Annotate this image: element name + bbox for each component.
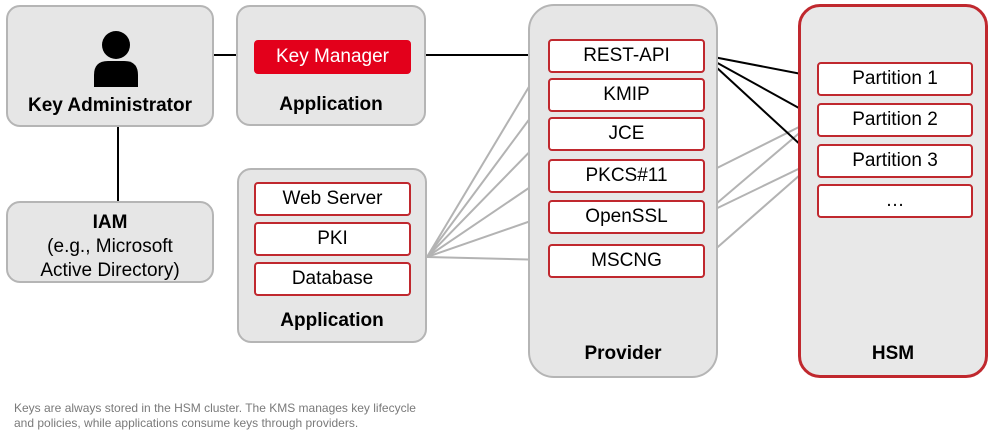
provider-mscng[interactable]: MSCNG bbox=[548, 244, 705, 278]
connector-app-rest bbox=[426, 54, 549, 258]
caption: Keys are always stored in the HSM cluste… bbox=[14, 401, 416, 431]
application-bottom-title: Application bbox=[280, 310, 384, 331]
iam-title: IAM bbox=[92, 212, 128, 233]
provider-title: Provider bbox=[584, 343, 662, 364]
connector-app-kmip bbox=[426, 93, 549, 258]
provider-rest-api[interactable]: REST-API bbox=[548, 39, 705, 73]
iam-line2: Active Directory) bbox=[40, 260, 180, 281]
iam-line1: (e.g., Microsoft bbox=[47, 236, 173, 257]
connector-app-openssl bbox=[426, 214, 549, 258]
caption-line2: and policies, while applications consume… bbox=[14, 416, 359, 430]
web-server-item[interactable]: Web Server bbox=[254, 182, 411, 216]
key-manager-item[interactable]: Key Manager bbox=[254, 40, 411, 74]
provider-jce[interactable]: JCE bbox=[548, 117, 705, 151]
key-administrator-title: Key Administrator bbox=[28, 95, 192, 116]
partition-3[interactable]: Partition 3 bbox=[817, 144, 973, 178]
provider-openssl[interactable]: OpenSSL bbox=[548, 200, 705, 234]
connector-app-mscng bbox=[426, 256, 549, 261]
provider-box: REST-API KMIP JCE PKCS#11 OpenSSL MSCNG … bbox=[528, 4, 718, 378]
iam-text: IAM (e.g., Microsoft Active Directory) bbox=[8, 211, 212, 283]
pki-item[interactable]: PKI bbox=[254, 222, 411, 256]
provider-kmip[interactable]: KMIP bbox=[548, 78, 705, 112]
caption-line1: Keys are always stored in the HSM cluste… bbox=[14, 401, 416, 415]
application-top-box: Key Manager Application bbox=[236, 5, 426, 126]
connector-app-pkcs bbox=[426, 174, 549, 258]
database-item[interactable]: Database bbox=[254, 262, 411, 296]
key-administrator-box: Key Administrator bbox=[6, 5, 214, 127]
hsm-box: Partition 1 Partition 2 Partition 3 … HS… bbox=[798, 4, 988, 378]
connector-app-jce bbox=[426, 132, 549, 258]
user-icon bbox=[94, 31, 138, 87]
iam-box: IAM (e.g., Microsoft Active Directory) bbox=[6, 201, 214, 283]
hsm-title: HSM bbox=[871, 343, 915, 364]
provider-pkcs11[interactable]: PKCS#11 bbox=[548, 159, 705, 193]
partition-2[interactable]: Partition 2 bbox=[817, 103, 973, 137]
application-bottom-box: Web Server PKI Database Application bbox=[237, 168, 427, 343]
partition-1[interactable]: Partition 1 bbox=[817, 62, 973, 96]
partition-more[interactable]: … bbox=[817, 184, 973, 218]
application-top-title: Application bbox=[279, 94, 383, 115]
